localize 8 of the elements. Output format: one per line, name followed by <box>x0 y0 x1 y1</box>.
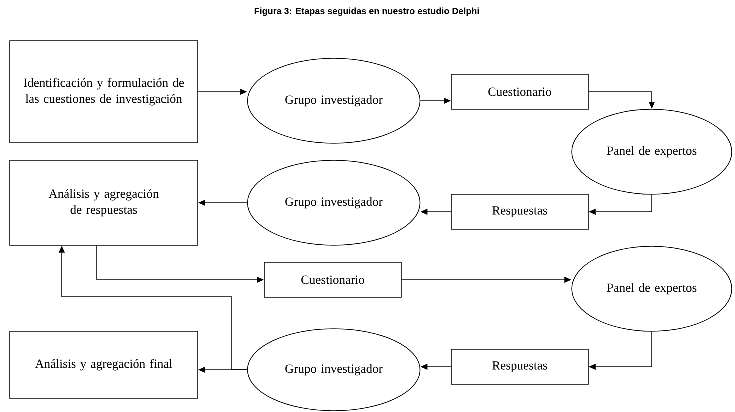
process-box: Cuestionario <box>264 262 402 298</box>
process-box: Identificación y formulación de las cuestiones de investigación <box>10 40 198 144</box>
process-box: Análisis y agregación final <box>10 331 198 399</box>
process-box: Cuestionario <box>451 74 589 110</box>
process-box: Respuestas <box>451 194 589 230</box>
process-box: Respuestas <box>451 349 589 385</box>
process-box: Análisis y agregación de respuestas <box>10 160 198 246</box>
title: Figura 3: Etapas seguidas en nuestro estudio Delphi <box>254 8 480 16</box>
